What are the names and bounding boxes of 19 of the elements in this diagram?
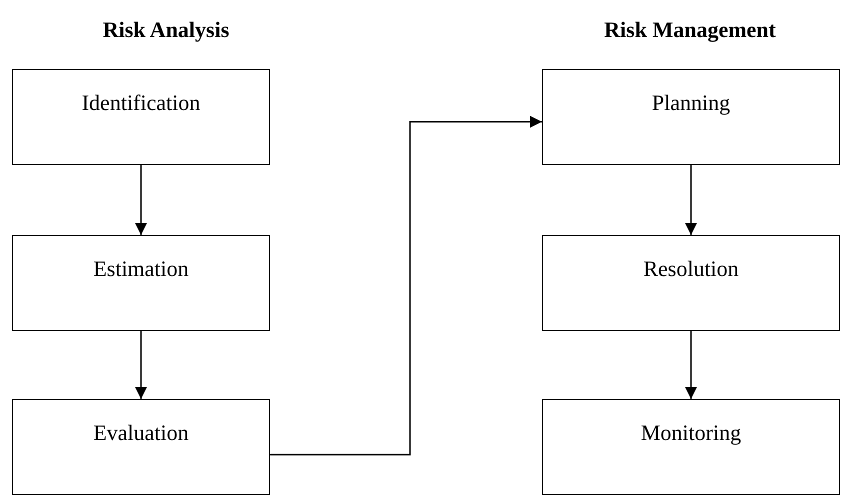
- box-label: Monitoring: [640, 420, 742, 446]
- column-heading: Risk Analysis: [102, 17, 230, 44]
- box-label: Estimation: [93, 256, 189, 282]
- arrow: [685, 165, 697, 235]
- process-box: [12, 69, 270, 165]
- process-box: [542, 69, 840, 165]
- arrow: [270, 116, 542, 456]
- box-label: Evaluation: [93, 420, 189, 446]
- box-label: Planning: [652, 90, 730, 116]
- box-label: Identification: [82, 90, 200, 116]
- arrow: [135, 165, 147, 235]
- arrow: [135, 331, 147, 399]
- column-heading: Risk Management: [604, 17, 776, 44]
- process-box: [12, 235, 270, 331]
- arrow: [685, 331, 697, 399]
- box-label: Resolution: [643, 256, 739, 282]
- process-box: [12, 399, 270, 495]
- process-box: [542, 399, 840, 495]
- process-box: [542, 235, 840, 331]
